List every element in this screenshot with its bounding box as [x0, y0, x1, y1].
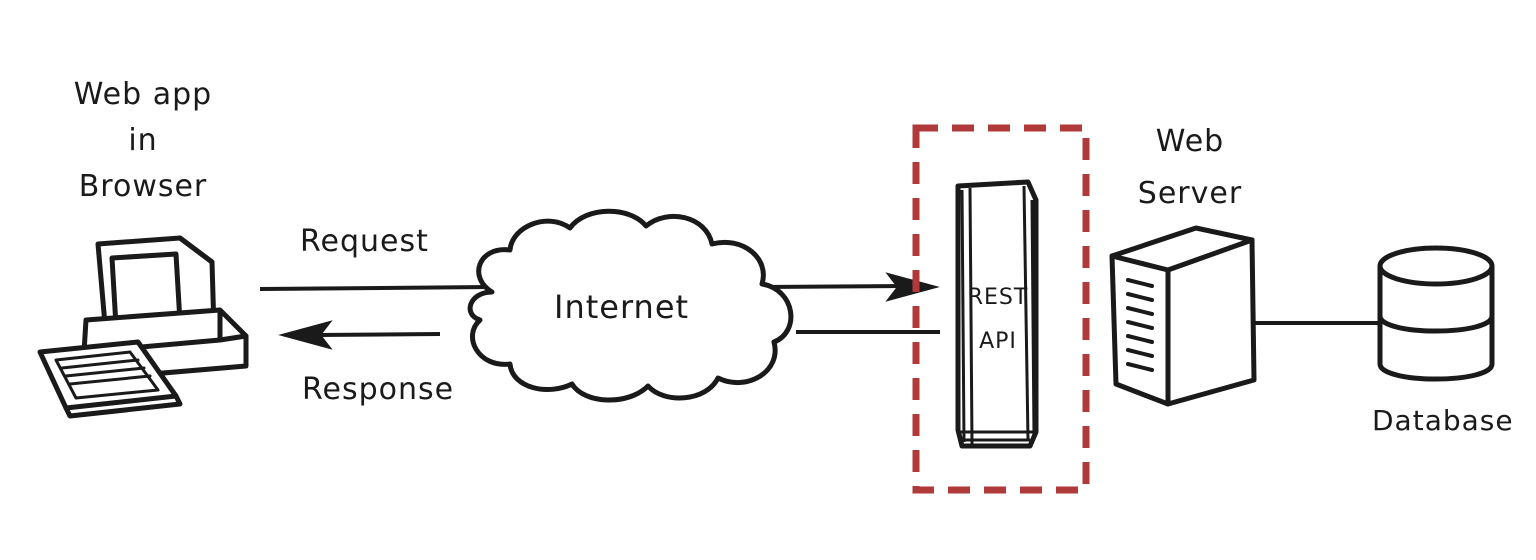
response-arrow — [278, 320, 940, 350]
browser-label: Web app in Browser — [48, 72, 238, 210]
request-arrow — [259, 272, 940, 302]
response-label: Response — [302, 372, 455, 407]
computer-icon — [37, 235, 249, 419]
request-label: Request — [300, 224, 429, 259]
internet-label: Internet — [554, 288, 690, 326]
rest-api-highlight-box — [912, 124, 1090, 494]
database-icon — [1377, 245, 1495, 382]
internet-cloud-icon — [467, 208, 794, 403]
database-label: Database — [1372, 404, 1514, 437]
browser-label-line-1: Web app — [73, 77, 213, 112]
server-label-line-2: Server — [1137, 176, 1243, 211]
web-server-icon — [1109, 225, 1257, 407]
browser-label-line-3: Browser — [78, 169, 208, 204]
api-label-line-1: REST — [967, 285, 1029, 310]
api-label: REST API — [956, 276, 1040, 364]
server-label-line-1: Web — [1155, 124, 1225, 159]
server-label: Web Server — [1120, 116, 1260, 220]
browser-label-line-2: in — [128, 123, 158, 158]
api-label-line-2: API — [979, 329, 1017, 354]
rest-api-block — [955, 179, 1039, 449]
